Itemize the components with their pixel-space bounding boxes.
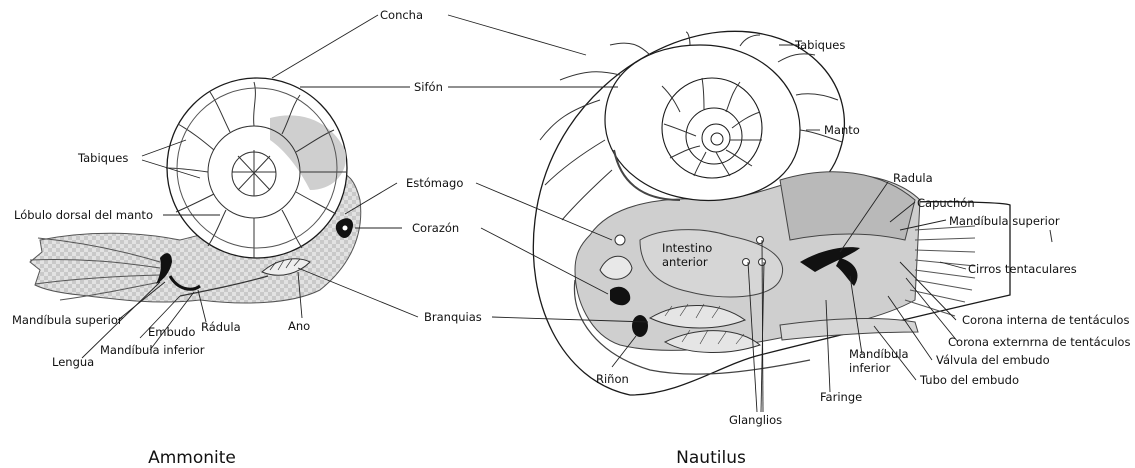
label-rinon: Riñon <box>596 372 629 386</box>
label-lengua: Lengua <box>52 355 94 369</box>
label-intestino-2: anterior <box>662 255 708 269</box>
label-corazon: Corazón <box>412 221 459 235</box>
label-ano: Ano <box>288 319 310 333</box>
label-manto: Manto <box>824 123 860 137</box>
label-ammonite-mandibula-superior: Mandíbula superior <box>12 313 123 327</box>
ammonite-drawing <box>30 78 361 303</box>
label-ammonite-tabiques: Tabiques <box>77 151 128 165</box>
label-nautilus-tabiques: Tabiques <box>794 38 845 52</box>
label-embudo: Embudo <box>148 325 195 339</box>
nautilus-kidney <box>632 315 648 337</box>
label-sifon: Sifón <box>414 80 443 94</box>
label-capuchon: Capuchón <box>917 196 975 210</box>
label-branquias: Branquias <box>424 310 482 324</box>
label-radula-ammonite: Rádula <box>201 320 241 334</box>
label-concha: Concha <box>380 8 423 22</box>
label-tubo: Tubo del embudo <box>919 373 1019 387</box>
label-radula-nautilus: Radula <box>893 171 933 185</box>
label-corona-interna: Corona interna de tentáculos <box>962 313 1129 327</box>
label-corona-externa: Corona externrna de tentáculos <box>948 335 1130 349</box>
nautilus-whorl-3 <box>686 108 742 164</box>
label-ammonite-mandibula-inferior: Mandíbula inferior <box>100 343 205 357</box>
label-estomago: Estómago <box>406 176 463 190</box>
nautilus-stomach <box>615 235 625 245</box>
label-intestino-1: Intestino <box>662 241 712 255</box>
label-nautilus-mandibula-inferior-1: Mandíbula <box>849 347 909 361</box>
label-nautilus-mandibula-superior: Mandíbula superior <box>949 214 1060 228</box>
label-cirros: Cirros tentaculares <box>968 262 1077 276</box>
label-nautilus-mandibula-inferior-2: inferior <box>849 361 891 375</box>
label-lobulo-dorsal: Lóbulo dorsal del manto <box>14 208 153 222</box>
caption-nautilus: Nautilus <box>676 448 746 468</box>
label-glanglios: Glanglios <box>729 413 782 427</box>
label-valvula: Válvula del embudo <box>936 353 1050 367</box>
label-faringe: Faringe <box>820 390 862 404</box>
caption-ammonite: Ammonite <box>148 448 236 468</box>
